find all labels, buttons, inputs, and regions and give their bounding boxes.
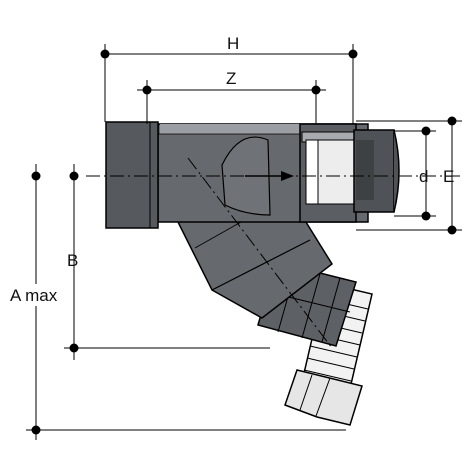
dimension-a-max-label: A max [10, 286, 58, 305]
dimension-e-dot-bottom [447, 225, 457, 235]
cap-nut [284, 369, 363, 426]
dimension-b-dot-bottom [69, 343, 79, 353]
dimension-b-label: B [67, 251, 78, 270]
dimension-e-dot-top [447, 116, 457, 126]
dimension-e-label: E [443, 167, 454, 186]
dimension-h-dot-right [348, 49, 358, 59]
dimension-d-dot-top [421, 126, 431, 136]
dimension-e [356, 120, 462, 231]
dimension-h-dot-left [100, 49, 110, 59]
left-socket [105, 121, 159, 229]
dimension-z-dot-left [142, 85, 152, 95]
dimension-z-dot-right [311, 85, 321, 95]
dimension-h-label: H [227, 34, 239, 53]
dimension-b-dot-top [69, 171, 79, 181]
center-lines [86, 157, 460, 349]
y-strainer-valve [105, 121, 400, 426]
dimension-b [64, 164, 270, 360]
dimension-z-label: Z [226, 69, 236, 88]
dimension-a-max-label-bg [8, 284, 68, 306]
dimension-d-dot-bottom [421, 211, 431, 221]
branch-centerline [187, 157, 333, 349]
dimension-d-label: d [419, 167, 428, 186]
dimension-d [394, 130, 436, 217]
dimension-a-max-dot-top [31, 171, 41, 181]
dimension-a-max-dot-bottom [31, 425, 41, 435]
